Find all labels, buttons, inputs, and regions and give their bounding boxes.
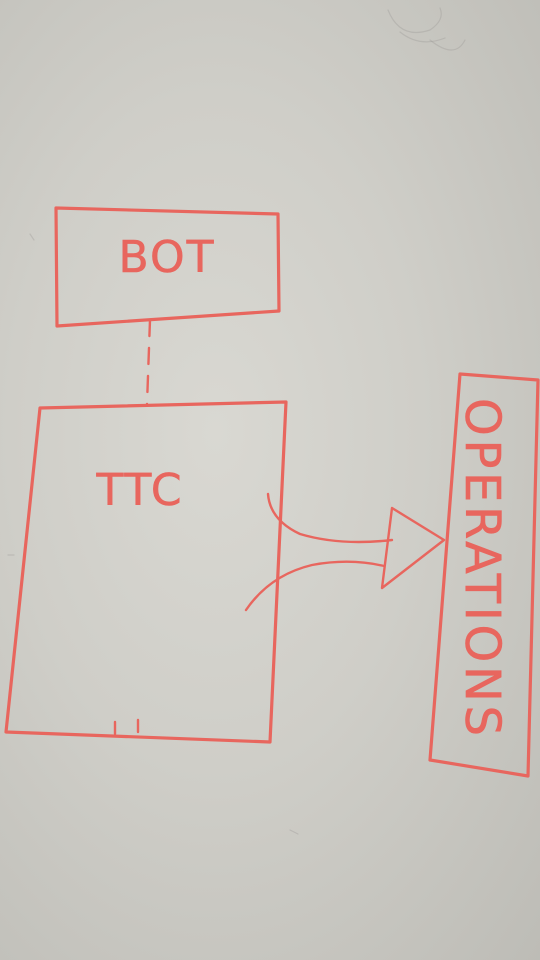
arrow-shaft-lower xyxy=(244,560,386,612)
arrow-shaft-upper xyxy=(266,492,394,544)
erased-scribble xyxy=(387,7,466,51)
stray-marks xyxy=(7,233,299,835)
node-ttc-label: TTC xyxy=(95,465,183,516)
node-bot: BOT xyxy=(54,206,281,328)
node-operations: OPERATIONS xyxy=(428,372,540,778)
edge-bot-ttc xyxy=(145,318,152,406)
node-operations-label: OPERATIONS xyxy=(454,398,510,738)
edge-ttc-operations xyxy=(244,492,446,612)
node-bot-label: BOT xyxy=(119,232,216,283)
arrow-head xyxy=(380,506,446,590)
node-ttc: TTC xyxy=(4,400,288,744)
